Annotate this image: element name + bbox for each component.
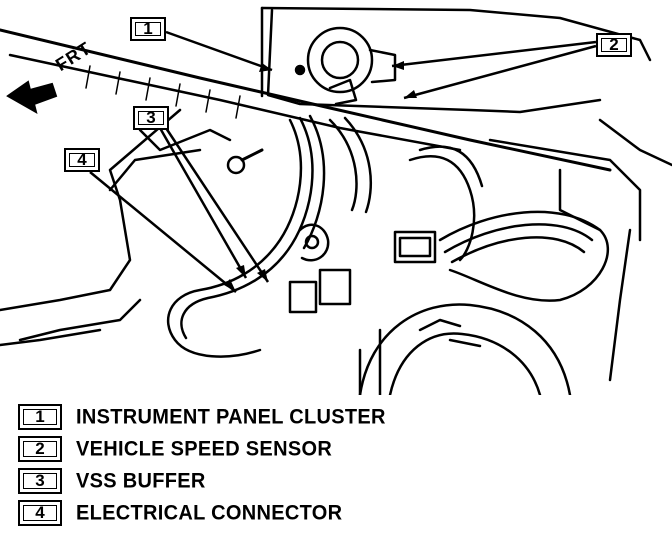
leader-4 [89,171,237,293]
callout-4: 4 [64,148,100,172]
legend-number: 4 [18,500,62,526]
legend-label: INSTRUMENT PANEL CLUSTER [76,405,386,429]
leader-2b [403,44,597,100]
cluster-housing [260,6,652,62]
electrical-connector-block [393,230,437,264]
legend-item: 2 VEHICLE SPEED SENSOR [10,436,470,468]
legend-number: 3 [18,468,62,494]
legend-number: 2 [18,436,62,462]
callout-3: 3 [133,106,169,130]
leader-3b [164,127,270,283]
callout-1: 1 [130,17,166,41]
harness-main [166,118,303,358]
legend: 1 INSTRUMENT PANEL CLUSTER 2 VEHICLE SPE… [10,404,470,532]
front-arrow [6,80,58,115]
callout-2: 2 [596,33,632,57]
leader-2a [391,40,597,68]
legend-label: VSS BUFFER [76,469,206,493]
speed-sensor-body [306,26,374,94]
legend-item: 3 VSS BUFFER [10,468,470,500]
leader-1 [165,30,273,72]
diagram-drawing [0,6,672,397]
legend-label: VEHICLE SPEED SENSOR [76,437,333,461]
legend-number: 1 [18,404,62,430]
wiring-diagram: FRT 1 2 3 4 [0,6,672,397]
legend-item: 4 ELECTRICAL CONNECTOR [10,500,470,532]
legend-label: ELECTRICAL CONNECTOR [76,501,343,525]
legend-item: 1 INSTRUMENT PANEL CLUSTER [10,404,470,436]
leader-3a [158,127,248,279]
